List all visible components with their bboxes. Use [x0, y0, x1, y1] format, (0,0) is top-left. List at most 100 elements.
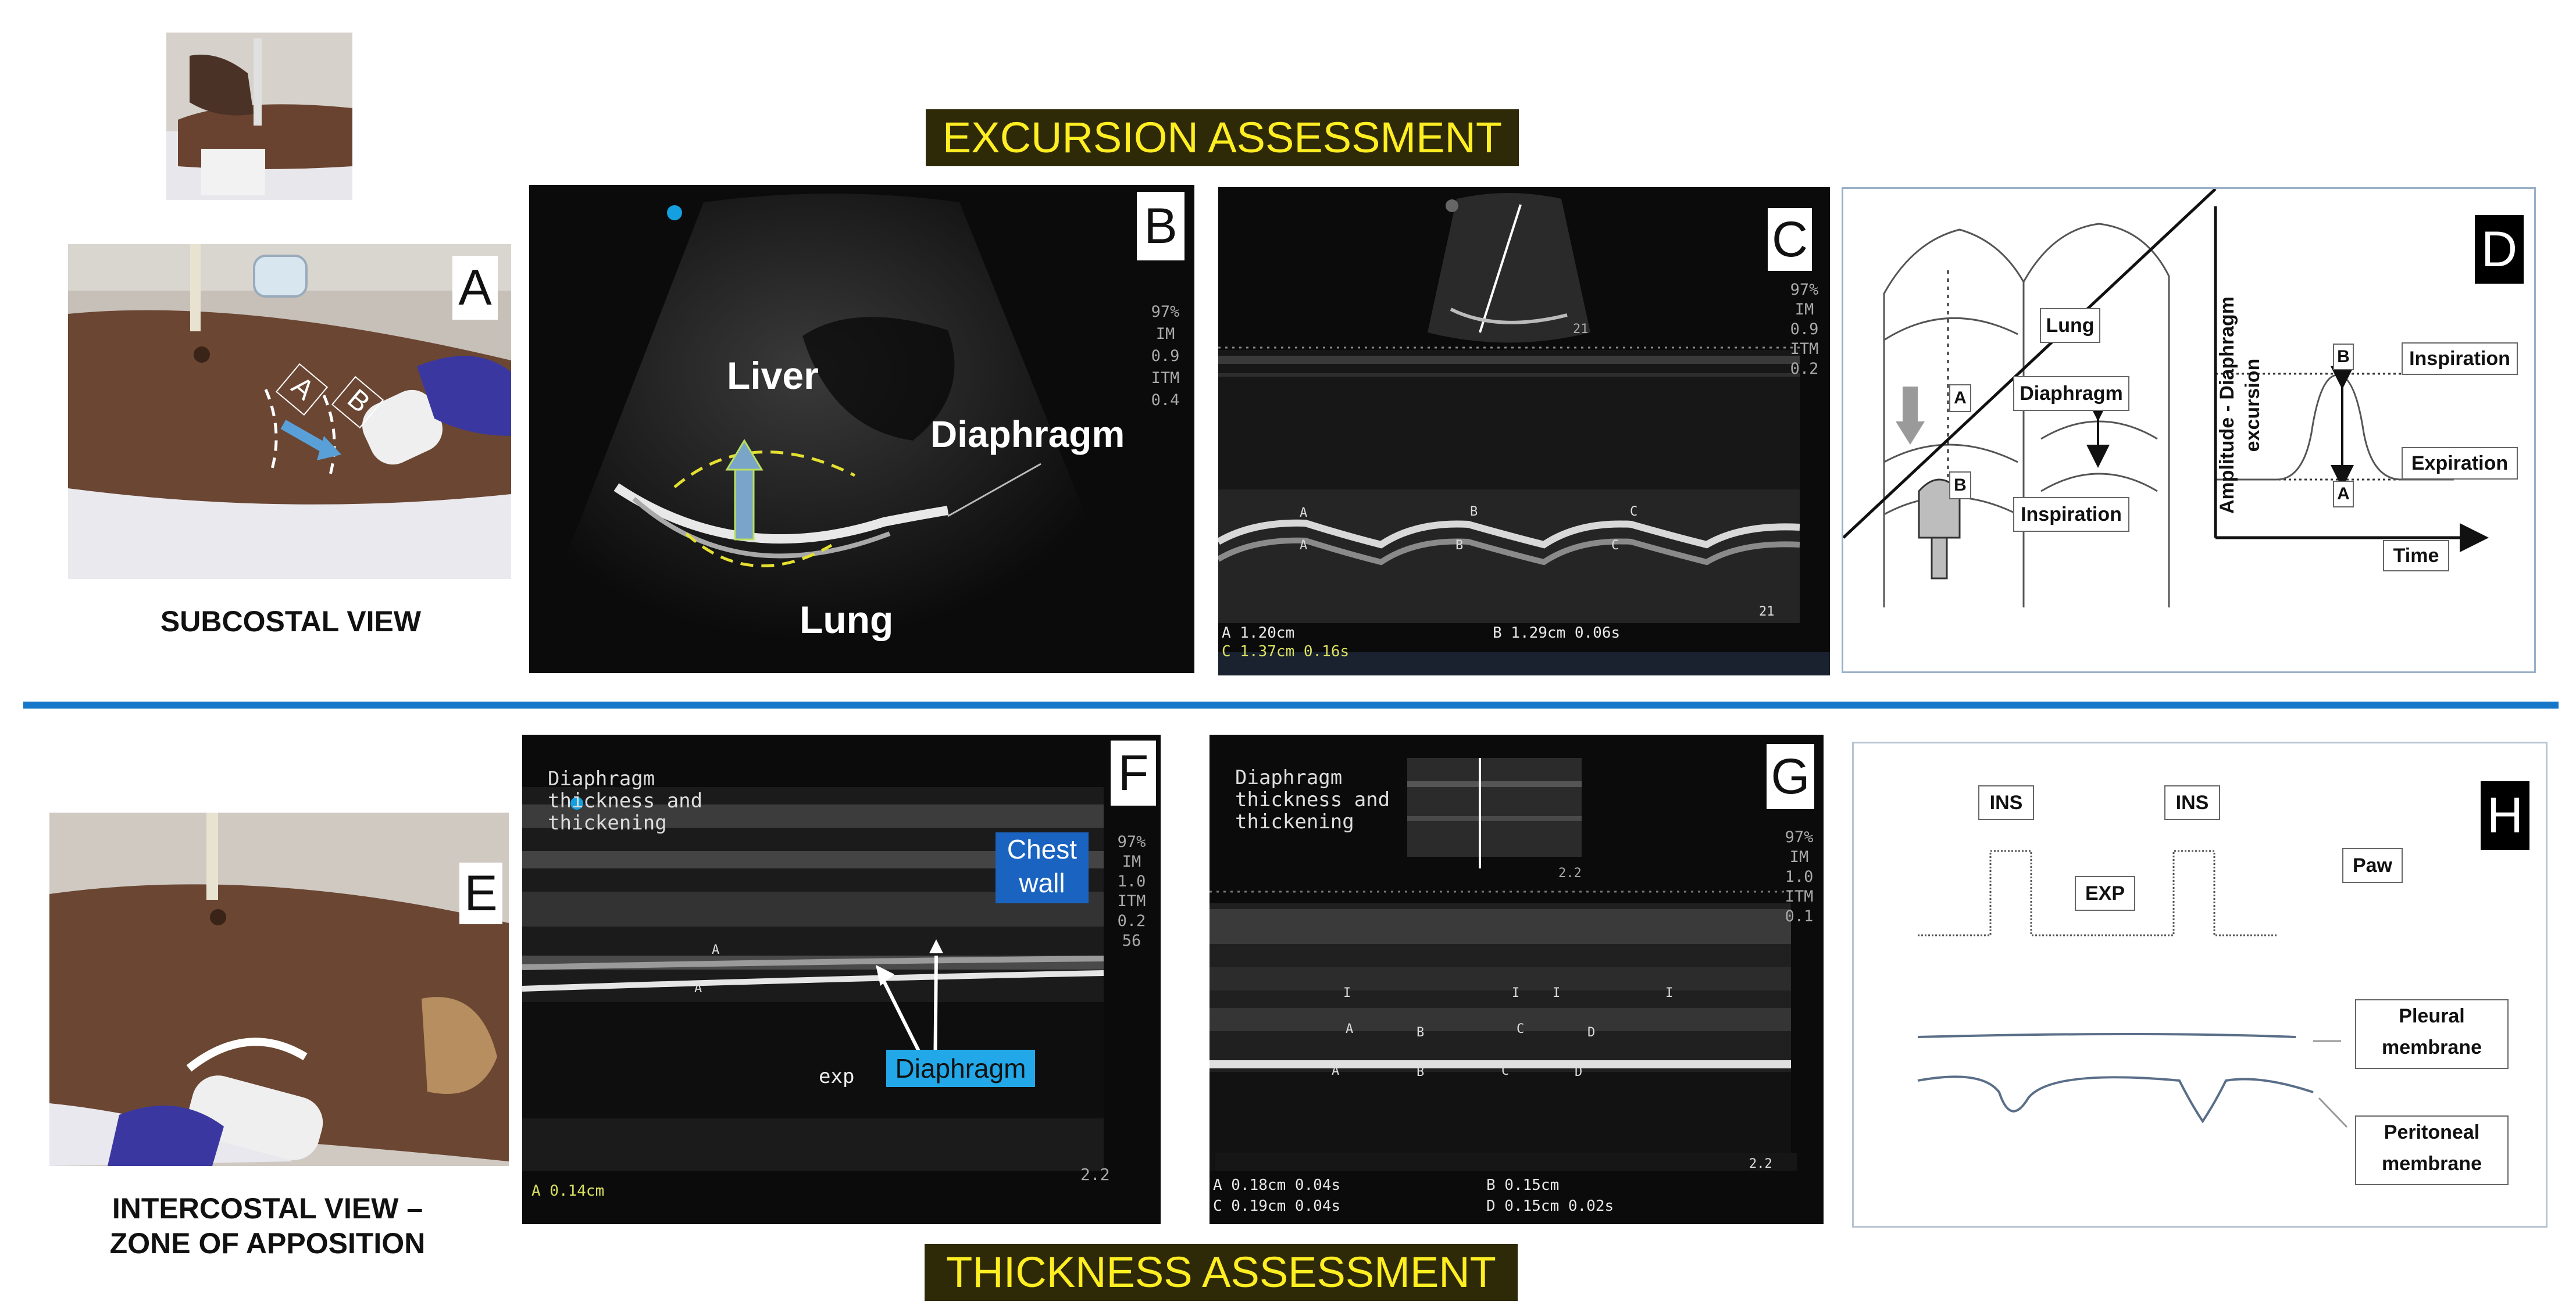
panel-d-inspiration-left-box: Inspiration	[2013, 497, 2129, 532]
panel-letter-a: A	[452, 256, 498, 320]
panel-g-mark-a-bot: A	[1332, 1064, 1340, 1078]
panel-g-meas-b: B 0.15cm	[1486, 1176, 1560, 1194]
panel-d-diaphragm-box: Diaphragm	[2013, 376, 2129, 411]
panel-b-ultrasound: Liver Diaphragm Lung 97% IM 0.9 ITM 0.4	[529, 185, 1194, 673]
panel-c-mark-a-top: A	[1300, 506, 1308, 520]
panel-b-side-2: 0.9	[1151, 347, 1180, 365]
panel-c-side-4: 0.2	[1790, 360, 1819, 378]
panel-d-expiration-box: Expiration	[2402, 447, 2518, 480]
panel-h-pleural-box: Pleural membrane	[2355, 999, 2509, 1069]
panel-g-title-3: thickening	[1235, 810, 1354, 834]
panel-c-depth-bot: 21	[1759, 605, 1775, 619]
panel-b-side-4: 0.4	[1151, 391, 1180, 409]
panel-g-ultrasound: Diaphragm thickness and thickening I I I…	[1209, 735, 1824, 1224]
panel-f-title-1: Diaphragm	[548, 767, 655, 791]
panel-g-mark-d-bot: D	[1575, 1065, 1583, 1079]
panel-h-pleural-1: Pleural	[2399, 1005, 2465, 1027]
panel-letter-f: F	[1111, 741, 1156, 806]
panel-c-side-0: 97%	[1790, 281, 1819, 299]
panel-g-mark-c-bot: C	[1501, 1064, 1510, 1078]
panel-c-side-readout: 97% IM 0.9 ITM 0.2	[1781, 280, 1828, 379]
panel-h-exp: EXP	[2075, 876, 2135, 911]
panel-f-side-0: 97%	[1117, 833, 1146, 851]
panel-f-side-4: 0.2	[1117, 912, 1146, 930]
panel-h-pleural-2: membrane	[2382, 1036, 2482, 1058]
panel-c-mark-b-bot: B	[1455, 538, 1464, 553]
panel-f-chest-1: Chest	[1007, 834, 1078, 864]
panel-d-inspiration-box: Inspiration	[2402, 342, 2518, 375]
panel-b-diaphragm-label: Diaphragm	[930, 413, 1125, 455]
panel-h-graphic	[1917, 850, 2348, 1128]
panel-f-diaphragm-box: Diaphragm	[886, 1050, 1035, 1087]
panel-d-diagram: Lung Diaphragm Inspiration A B Amplitude…	[1842, 187, 2536, 673]
panel-b-liver-label: Liver	[727, 354, 819, 397]
panel-g-side-3: ITM	[1785, 888, 1814, 906]
panel-b-lung-label: Lung	[800, 598, 894, 641]
photo-a-graphic	[68, 244, 511, 579]
panel-g-side-2: 1.0	[1785, 868, 1814, 886]
panel-h-diagram: INS INS EXP Paw Pleural membrane Periton…	[1852, 742, 2548, 1228]
panel-f-depth: 2.2	[1080, 1165, 1110, 1184]
panel-g-mark-d-top: D	[1587, 1025, 1596, 1040]
panel-b-side-1: IM	[1155, 325, 1175, 343]
panel-f-side-3: ITM	[1117, 892, 1146, 910]
panel-d-peak-b: B	[2333, 344, 2354, 370]
panel-g-i-1: I	[1343, 986, 1351, 1000]
panel-g-meas-c: C 0.19cm 0.04s	[1213, 1197, 1341, 1215]
panel-g-depth-top: 2.2	[1558, 866, 1582, 881]
panel-d-lung-box: Lung	[2040, 308, 2100, 343]
panel-g-i-3: I	[1553, 986, 1561, 1000]
caption-intercostal-1: INTERCOSTAL VIEW –	[112, 1192, 423, 1225]
panel-g-mark-b-bot: B	[1417, 1065, 1425, 1079]
panel-c-side-1: IM	[1794, 301, 1814, 319]
panel-g-side-4: 0.1	[1785, 907, 1814, 925]
panel-letter-c: C	[1768, 208, 1812, 271]
panel-c-image	[1218, 193, 1830, 675]
panel-c-mark-a-bot: A	[1300, 538, 1308, 553]
panel-b-side-3: ITM	[1151, 369, 1180, 387]
panel-f-side-1: IM	[1122, 853, 1141, 871]
panel-g-title-1: Diaphragm	[1235, 766, 1343, 789]
caption-subcostal: SUBCOSTAL VIEW	[160, 605, 422, 638]
panel-f-meas: A 0.14cm	[531, 1182, 605, 1200]
panel-d-time-box: Time	[2383, 540, 2449, 571]
panel-g-mark-b-top: B	[1417, 1025, 1425, 1040]
panel-d-mark-b: B	[1949, 471, 1971, 499]
photo-e	[49, 813, 509, 1166]
panel-f-ultrasound: Diaphragm thickness and thickening Chest…	[522, 735, 1161, 1224]
panel-g-depth-bot: 2.2	[1749, 1157, 1772, 1171]
panel-h-paw: Paw	[2342, 848, 2403, 883]
panel-d-graphic	[1842, 188, 2489, 607]
panel-g-meas-d: D 0.15cm 0.02s	[1486, 1197, 1614, 1215]
panel-g-side-1: IM	[1789, 848, 1809, 866]
panel-letter-e: E	[459, 863, 502, 924]
panel-b-image	[552, 194, 1116, 638]
panel-c-mark-c-bot: C	[1611, 538, 1619, 553]
panel-c-meas-a: A 1.20cm	[1222, 624, 1295, 642]
panel-f-chest-2: wall	[1019, 868, 1065, 898]
panel-f-mark-a-top: A	[712, 943, 720, 957]
panel-c-mark-b-top: B	[1470, 505, 1478, 519]
panel-f-title-3: thickening	[548, 811, 667, 835]
panel-d-mark-a: A	[1949, 384, 1971, 412]
panel-h-peritoneal-1: Peritoneal	[2384, 1121, 2480, 1143]
panel-letter-h: H	[2481, 781, 2529, 850]
panel-d-ylabel: Amplitude - Diaphragm excursion	[2216, 296, 2264, 514]
panel-c-meas-c: C 1.37cm 0.16s	[1222, 643, 1350, 660]
panel-h-ins-2: INS	[2164, 785, 2220, 820]
panel-h-peritoneal-2: membrane	[2382, 1153, 2482, 1175]
photo-top-small	[166, 33, 352, 200]
panel-f-title-2: thickness and	[548, 789, 703, 813]
panel-f-side-5: 56	[1122, 932, 1141, 950]
panel-g-title-2: thickness and	[1235, 788, 1390, 811]
panel-c-side-3: ITM	[1790, 340, 1819, 358]
photo-a: A B	[68, 244, 511, 579]
section-divider	[23, 702, 2559, 709]
panel-g-side-readout: 97% IM 1.0 ITM 0.1	[1776, 828, 1822, 927]
panel-d-base-a: A	[2333, 481, 2354, 507]
panel-c-meas-b: B 1.29cm 0.06s	[1493, 624, 1621, 642]
panel-f-exp-label: exp	[819, 1065, 855, 1088]
panel-h-peritoneal-box: Peritoneal membrane	[2355, 1115, 2509, 1185]
banner-thickness: THICKNESS ASSESSMENT	[925, 1244, 1518, 1301]
panel-c-ultrasound: A B C A B C 21 21 A 1.20cm B 1.29cm 0.06…	[1218, 187, 1830, 675]
